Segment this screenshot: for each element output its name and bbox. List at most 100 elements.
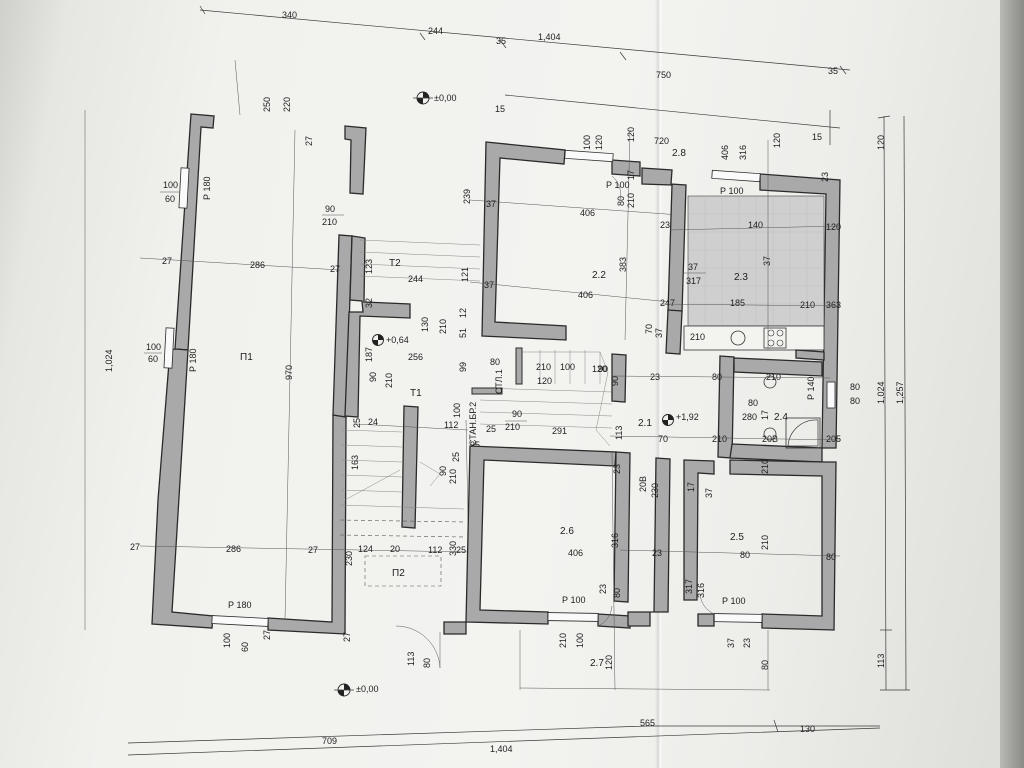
svg-text:316: 316 (610, 533, 620, 548)
svg-text:23: 23 (660, 220, 670, 230)
room-label-p1: П1 (240, 352, 253, 363)
svg-text:90: 90 (438, 466, 448, 476)
room-label-p2: П2 (392, 568, 405, 579)
svg-text:Р 140: Р 140 (806, 376, 816, 400)
svg-text:Р 180: Р 180 (228, 600, 252, 610)
svg-text:210: 210 (760, 459, 770, 474)
svg-text:210: 210 (438, 319, 448, 334)
svg-text:80: 80 (826, 552, 836, 562)
dim-750: 750 (656, 70, 671, 80)
dim-565: 565 (640, 718, 655, 728)
svg-text:80: 80 (740, 550, 750, 560)
room-label-t1: Т1 (410, 388, 422, 399)
svg-text:316: 316 (738, 145, 748, 160)
svg-text:120: 120 (626, 127, 636, 142)
svg-text:32: 32 (364, 298, 374, 308)
svg-text:163: 163 (350, 455, 360, 470)
svg-text:205: 205 (826, 434, 841, 444)
svg-text:90: 90 (368, 372, 378, 382)
svg-text:+0,64: +0,64 (386, 335, 409, 345)
svg-text:230: 230 (650, 483, 660, 498)
svg-text:27: 27 (262, 630, 272, 640)
room-2-2: 37 406 37 406 383 100 120 Р 100 80 210 1… (469, 127, 681, 341)
svg-text:317: 317 (686, 276, 701, 286)
svg-text:130: 130 (420, 317, 430, 332)
room-label-2-1: 2.1 (638, 418, 652, 429)
room-label-2-7: 2.7 (590, 658, 604, 669)
level-mark-hall: +1,92 (662, 412, 699, 426)
svg-text:210: 210 (384, 373, 394, 388)
dim-15b: 15 (812, 132, 822, 142)
svg-text:120: 120 (826, 222, 841, 232)
svg-text:Р 180: Р 180 (202, 176, 212, 200)
svg-text:291: 291 (552, 426, 567, 436)
room-p1-walls (151, 113, 367, 635)
svg-text:140: 140 (748, 220, 763, 230)
svg-text:27: 27 (304, 136, 314, 146)
svg-text:100: 100 (582, 135, 592, 150)
svg-text:25: 25 (451, 452, 461, 462)
svg-text:27: 27 (308, 545, 318, 555)
svg-text:210: 210 (322, 217, 337, 227)
svg-text:23: 23 (652, 548, 662, 558)
room-label-2-2: 2.2 (592, 270, 606, 281)
svg-text:СТАН.БР.2: СТАН.БР.2 (468, 402, 478, 446)
svg-text:970: 970 (284, 365, 294, 380)
dim-340: 340 (282, 10, 297, 20)
svg-text:Р 100: Р 100 (722, 596, 746, 606)
room-label-2-4: 2.4 (774, 412, 788, 423)
room-2-1-and-2-4: 90 23 80 210 80 280 17 20B 70 210 205 Р … (609, 353, 860, 463)
level-mark-top: ±0,00 (413, 91, 456, 105)
dim-35: 35 (496, 36, 506, 46)
svg-text:286: 286 (226, 544, 241, 554)
svg-text:100: 100 (575, 633, 585, 648)
svg-text:80: 80 (850, 382, 860, 392)
svg-text:37: 37 (688, 262, 698, 272)
svg-text:120: 120 (592, 364, 607, 374)
svg-text:210: 210 (448, 469, 458, 484)
svg-text:80: 80 (748, 398, 758, 408)
room-2-6: 406 316 23 Р 100 210 100 23 80 120 2.6 2… (465, 445, 771, 691)
dim-right-1024: 1,024 (876, 381, 886, 404)
page-fold (655, 0, 663, 768)
svg-text:51: 51 (458, 328, 468, 338)
svg-text:20: 20 (390, 544, 400, 554)
page-edge (1000, 0, 1024, 768)
svg-text:23: 23 (598, 584, 608, 594)
svg-text:23: 23 (612, 464, 622, 474)
svg-text:286: 286 (250, 260, 265, 270)
svg-text:80: 80 (850, 396, 860, 406)
svg-text:406: 406 (720, 145, 730, 160)
svg-text:60: 60 (148, 354, 158, 364)
svg-text:25: 25 (470, 440, 480, 450)
svg-text:120: 120 (594, 135, 604, 150)
svg-text:37: 37 (704, 488, 714, 498)
dim-1404-top: 1,404 (538, 32, 561, 42)
svg-text:187: 187 (364, 347, 374, 362)
svg-text:256: 256 (408, 352, 423, 362)
svg-text:СТЛ.1: СТЛ.1 (494, 369, 504, 394)
svg-text:17: 17 (686, 482, 696, 492)
svg-text:20B: 20B (638, 476, 648, 492)
room-label-2-8: 2.8 (672, 148, 686, 159)
svg-text:100: 100 (146, 342, 161, 352)
svg-text:90: 90 (512, 409, 522, 419)
svg-text:12: 12 (458, 308, 468, 318)
svg-text:239: 239 (462, 189, 472, 204)
dim-right-113: 113 (876, 654, 886, 668)
svg-text:17: 17 (760, 410, 770, 420)
svg-text:363: 363 (826, 300, 841, 310)
svg-text:210: 210 (626, 193, 636, 208)
dim-15: 15 (495, 104, 505, 114)
svg-text:80: 80 (760, 660, 770, 670)
svg-text:210: 210 (505, 422, 520, 432)
dim-left-1024: 1,024 (104, 349, 114, 372)
svg-text:70: 70 (644, 324, 654, 334)
dim-120-right: 120 (876, 135, 886, 150)
room-label-t2: Т2 (389, 258, 401, 269)
svg-text:80: 80 (612, 588, 622, 598)
room-label-2-5: 2.5 (730, 532, 744, 543)
svg-text:80: 80 (616, 196, 626, 206)
entrance: 113 80 (395, 621, 467, 669)
